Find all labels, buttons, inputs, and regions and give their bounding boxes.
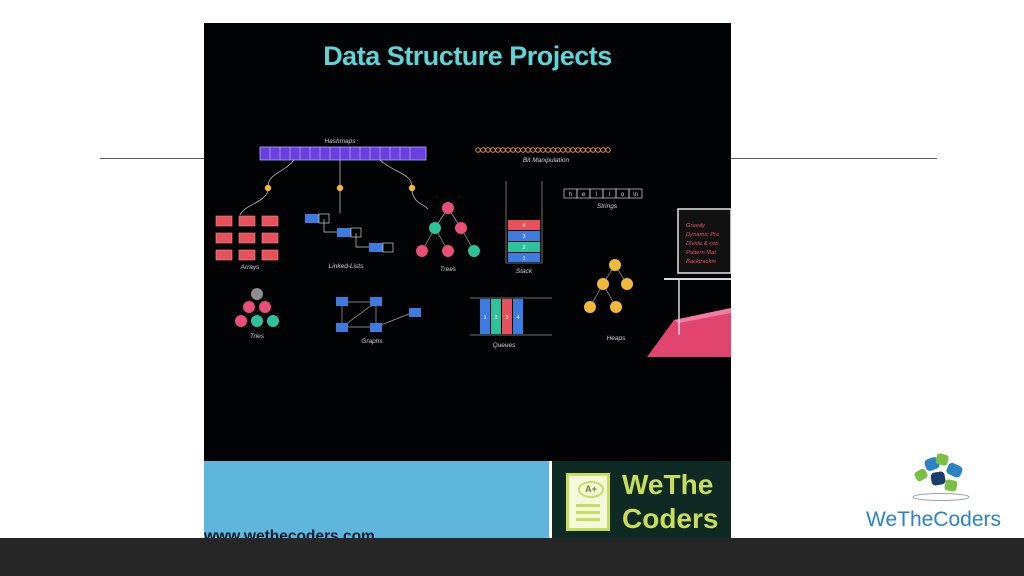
whiteboard-illustration: Greedy Dynamic Pro Divide & con Pattern … [647, 208, 731, 357]
label-graphs: Graphs [361, 338, 383, 345]
brand-text-line2: Coders [622, 503, 719, 534]
hashmaps-diagram: Hashmaps [239, 138, 429, 216]
logo-text: WeTheCoders [866, 508, 1002, 531]
label-bit-manipulation: Bit Manipulation [523, 157, 570, 164]
brand-box: A+ WeThe Coders [549, 461, 731, 552]
label-trees: Trees [440, 266, 457, 273]
label-hashmaps: Hashmaps [324, 138, 356, 145]
label-linked-lists: Linked-Lists [329, 263, 364, 270]
poster-title: Data Structure Projects [323, 41, 612, 71]
poster-image: Data Structure Projects Hashmaps [204, 23, 731, 552]
stack-diagram: 4 3 2 1 Stack [505, 181, 543, 275]
queues-diagram: 1 2 3 4 Queues [470, 297, 552, 349]
label-queues: Queues [493, 342, 517, 349]
graphs-diagram: Graphs [336, 297, 421, 345]
string-cell: \n [633, 192, 638, 198]
wethecoders-logo-icon [912, 453, 970, 501]
board-line: Pattern Mat [686, 250, 716, 256]
label-stack: Stack [516, 268, 533, 275]
heaps-diagram: Heaps [584, 259, 633, 342]
stack-item: 3 [522, 234, 525, 240]
board-line: Backtrackin [686, 259, 716, 265]
board-line: Greedy [686, 223, 706, 229]
doc-line [576, 504, 600, 507]
queue-item: 3 [505, 315, 508, 321]
queue-item: 2 [494, 315, 497, 321]
label-arrays: Arrays [240, 264, 261, 271]
board-line: Divide & con [686, 241, 719, 247]
doc-line [576, 511, 600, 514]
divider-right [731, 158, 937, 159]
arrays-diagram: Arrays [215, 215, 279, 271]
board-line: Dynamic Pro [686, 232, 720, 238]
label-heaps: Heaps [607, 335, 627, 342]
doc-line [576, 518, 600, 521]
linked-lists-diagram: Linked-Lists [305, 213, 394, 270]
queue-item: 1 [483, 315, 486, 321]
label-strings: Strings [597, 203, 618, 210]
certificate-icon: A+ [566, 473, 610, 531]
trees-diagram: Trees [416, 202, 480, 273]
brand-text-line1: WeThe [622, 469, 714, 500]
grade-badge: A+ [578, 481, 604, 498]
string-cell: h [569, 192, 572, 198]
bottom-bar [0, 538, 1024, 576]
string-cell: l [596, 192, 597, 198]
string-cell: e [582, 192, 586, 198]
label-tries: Tries [250, 333, 265, 340]
string-cell: l [609, 192, 610, 198]
stack-item: 4 [522, 223, 525, 229]
strings-diagram: h e l l o \n Strings [563, 188, 643, 210]
tries-diagram: Tries [235, 288, 279, 340]
string-cell: o [621, 192, 625, 198]
data-structures-illustration: Hashmaps [215, 138, 731, 357]
bit-manipulation-diagram: Bit Manipulation [475, 147, 611, 164]
divider-left [100, 158, 204, 159]
stack-item: 1 [522, 256, 525, 262]
queue-item: 4 [516, 315, 519, 321]
stack-item: 2 [522, 245, 525, 251]
